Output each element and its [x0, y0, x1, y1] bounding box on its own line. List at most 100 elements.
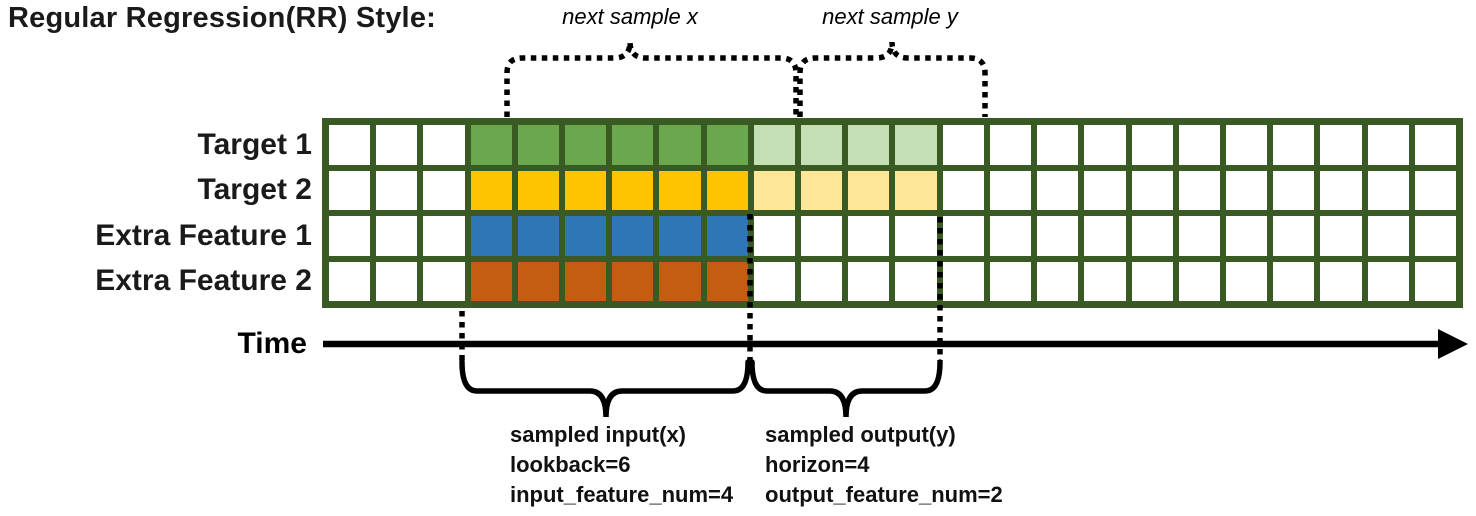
- grid-cell: [1414, 125, 1456, 165]
- grid-cell: [989, 261, 1032, 301]
- grid-cell: [1414, 261, 1456, 301]
- grid-cell: [1320, 170, 1362, 210]
- grid-cell: [1084, 216, 1126, 256]
- grid-cell: [612, 216, 654, 256]
- next-sample-x-brace: [504, 41, 799, 117]
- grid-cell: [706, 170, 748, 210]
- grid-cell: [895, 261, 937, 301]
- grid-cell: [612, 125, 654, 165]
- grid-cell: [329, 170, 371, 210]
- grid-cell: [942, 261, 984, 301]
- grid-cell: [706, 261, 748, 301]
- output-feature-num-line: output_feature_num=2: [765, 482, 1003, 507]
- grid-cell: [612, 261, 654, 301]
- grid-cell: [376, 261, 418, 301]
- grid-cell: [1225, 261, 1268, 301]
- grid-cell: [1131, 170, 1173, 210]
- grid-cell: [565, 216, 607, 256]
- grid-cell: [423, 125, 465, 165]
- grid-cell: [1131, 216, 1173, 256]
- grid-cell: [942, 125, 984, 165]
- sampled-input-annotation: sampled input(x) lookback=6 input_featur…: [510, 420, 733, 510]
- grid-cell: [329, 125, 371, 165]
- grid-cell: [1084, 125, 1126, 165]
- grid-cell: [1367, 125, 1409, 165]
- next-sample-x-label: next sample x: [562, 4, 698, 29]
- grid-cell: [801, 170, 843, 210]
- grid-cell: [1414, 216, 1456, 256]
- grid-cell: [848, 261, 890, 301]
- grid-cell: [1320, 125, 1362, 165]
- grid-cell: [423, 216, 465, 256]
- grid-cell: [1037, 170, 1079, 210]
- lookback-line: lookback=6: [510, 452, 631, 477]
- grid-cell: [1131, 261, 1173, 301]
- next-sample-y-brace: [797, 41, 988, 117]
- time-axis-label: Time: [237, 327, 307, 360]
- grid-cell: [1037, 261, 1079, 301]
- grid-cell: [1178, 170, 1220, 210]
- grid-cell: [1273, 261, 1315, 301]
- grid-cell: [1414, 170, 1456, 210]
- sampled-output-brace: [749, 359, 943, 418]
- grid-cell: [1225, 216, 1268, 256]
- grid-cell: [1320, 261, 1362, 301]
- row-label-extra-feature-2: Extra Feature 2: [95, 264, 312, 298]
- row-label-target-1: Target 1: [197, 127, 312, 161]
- grid-cell: [565, 261, 607, 301]
- grid-cell: [470, 170, 512, 210]
- grid-cell: [895, 125, 937, 165]
- grid-cell: [376, 170, 418, 210]
- row-label-extra-feature-1: Extra Feature 1: [95, 218, 312, 252]
- grid-cell: [470, 125, 512, 165]
- grid-cell: [1320, 216, 1362, 256]
- grid-cell: [753, 216, 796, 256]
- grid-cell: [1178, 216, 1220, 256]
- grid-cell: [470, 216, 512, 256]
- grid-cell: [1273, 170, 1315, 210]
- grid-cell: [517, 216, 560, 256]
- grid-cell: [1037, 216, 1079, 256]
- grid-cell: [517, 170, 560, 210]
- sampled-input-brace: [459, 359, 751, 418]
- horizon-line: horizon=4: [765, 452, 870, 477]
- grid-cell: [1367, 216, 1409, 256]
- grid-cell: [1178, 125, 1220, 165]
- grid-cell: [1367, 261, 1409, 301]
- sampled-output-annotation: sampled output(y) horizon=4 output_featu…: [765, 420, 1003, 510]
- grid-cell: [565, 170, 607, 210]
- grid-cell: [801, 125, 843, 165]
- grid-cell: [470, 261, 512, 301]
- grid-cell: [612, 170, 654, 210]
- grid-cell: [659, 125, 701, 165]
- data-grid: [322, 118, 1463, 308]
- sampled-output-line: sampled output(y): [765, 422, 956, 447]
- grid-cell: [989, 170, 1032, 210]
- grid-cell: [1273, 216, 1315, 256]
- grid-cell: [517, 125, 560, 165]
- grid-cell: [659, 261, 701, 301]
- grid-cell: [753, 125, 796, 165]
- grid-cell: [1225, 170, 1268, 210]
- grid-cell: [1037, 125, 1079, 165]
- grid-cell: [329, 261, 371, 301]
- grid-cell: [423, 170, 465, 210]
- grid-cell: [801, 216, 843, 256]
- grid-cell: [376, 216, 418, 256]
- grid-cell: [942, 216, 984, 256]
- grid-cell: [989, 216, 1032, 256]
- grid-cell: [1178, 261, 1220, 301]
- grid-cell: [706, 216, 748, 256]
- grid-cell: [1367, 170, 1409, 210]
- sampled-input-line: sampled input(x): [510, 422, 687, 447]
- grid-cell: [329, 216, 371, 256]
- grid-cell: [753, 261, 796, 301]
- row-labels: Target 1 Target 2 Extra Feature 1 Extra …: [0, 118, 312, 308]
- diagram-title: Regular Regression(RR) Style:: [8, 2, 436, 34]
- input-feature-num-line: input_feature_num=4: [510, 482, 734, 507]
- grid-cell: [1131, 125, 1173, 165]
- next-sample-y-label: next sample y: [822, 4, 958, 29]
- time-axis-arrowhead: [1438, 329, 1468, 359]
- grid-cell: [565, 125, 607, 165]
